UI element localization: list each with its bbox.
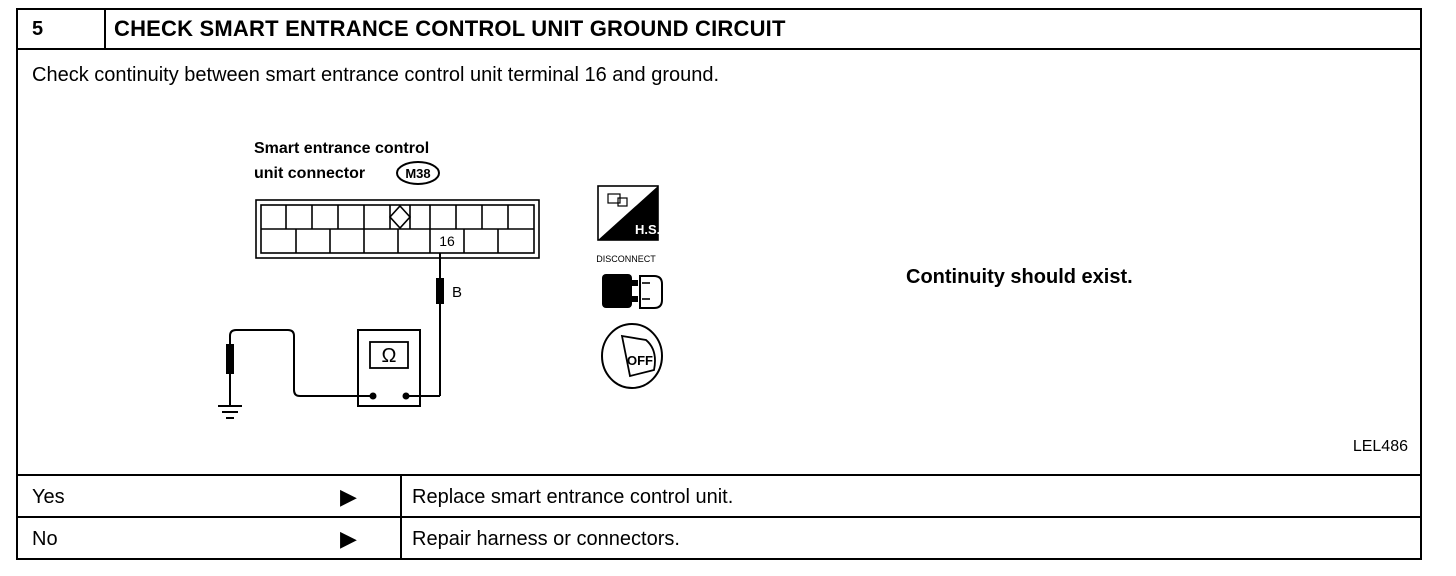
- column-divider: [400, 476, 402, 518]
- outcome-answer: Yes: [32, 486, 65, 508]
- connector-id-badge: M38: [396, 161, 440, 185]
- instruction-text: Check continuity between smart entrance …: [32, 64, 720, 86]
- outcome-action: Repair harness or connectors.: [412, 528, 680, 550]
- procedure-table: 5 CHECK SMART ENTRANCE CONTROL UNIT GROU…: [16, 8, 1422, 560]
- ohm-symbol: Ω: [382, 345, 397, 367]
- disconnect-label: DISCONNECT: [596, 254, 656, 264]
- hs-label: H.S.: [635, 222, 660, 237]
- wiring-diagram: Smart entrance control unit connector M3…: [218, 140, 663, 419]
- ohmmeter-icon: [229, 329, 440, 407]
- off-label: OFF: [627, 353, 653, 368]
- terminal-number: 16: [439, 233, 455, 249]
- outcome-action: Replace smart entrance control unit.: [412, 486, 734, 508]
- outcome-row-no: No ▶ Repair harness or connectors.: [18, 516, 1420, 560]
- connector-label-line2: unit connector: [254, 165, 365, 182]
- hot-shot-icon: H.S.: [597, 185, 660, 241]
- connector-label-line1: Smart entrance control: [254, 140, 429, 157]
- connector-id: M38: [405, 166, 430, 181]
- ignition-off-icon: OFF: [601, 323, 663, 389]
- expected-result: Continuity should exist.: [906, 266, 1133, 288]
- disconnect-icon: [602, 274, 663, 309]
- wire-color-label: B: [452, 284, 462, 301]
- arrow-icon: ▶: [340, 484, 357, 509]
- step-number: 5: [18, 10, 106, 48]
- outcome-row-yes: Yes ▶ Replace smart entrance control uni…: [18, 474, 1420, 518]
- figure-code: LEL486: [1352, 438, 1408, 455]
- step-title: CHECK SMART ENTRANCE CONTROL UNIT GROUND…: [114, 16, 786, 41]
- outcome-answer: No: [32, 528, 58, 550]
- arrow-icon: ▶: [340, 526, 357, 551]
- step-header: 5 CHECK SMART ENTRANCE CONTROL UNIT GROU…: [18, 10, 1420, 50]
- column-divider: [400, 518, 402, 560]
- ground-icon: [218, 344, 242, 419]
- connector-icon: [255, 199, 540, 259]
- probe-terminal: [436, 253, 444, 396]
